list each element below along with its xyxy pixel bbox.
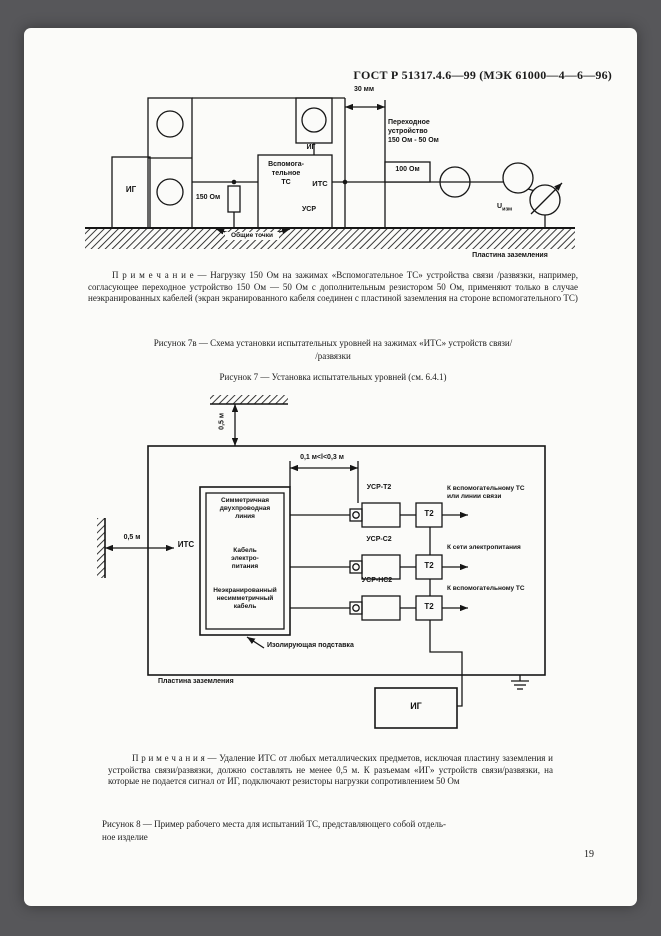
figure7-note: П р и м е ч а н и е — Нагрузку 150 Ом на… (88, 270, 578, 304)
fig7v-ground-plate-label: Пластина заземления (472, 252, 548, 259)
usr-t2-box (361, 502, 401, 528)
fig7v-u-meas-label: Uизм (497, 203, 512, 213)
fig7v-linework (85, 97, 575, 249)
clamp-circle-1 (156, 110, 184, 138)
fig7v-generator-label: ИГ (125, 185, 137, 194)
usr-ns2-box (361, 595, 401, 621)
generator-box-fig8 (374, 687, 458, 729)
generator-box-fig7v (111, 156, 151, 229)
fig8-symmetric-line-label: Симметричная двухпроводная линия (219, 497, 271, 521)
fig8-dim-05-left-label: 0,5 м (123, 534, 141, 541)
fig7v-generator-top-label: ИГ (306, 144, 316, 151)
clamp-circle-3 (301, 107, 327, 133)
injection-clamp-stack (147, 97, 193, 229)
fig8-t2-label-1: Т2 (424, 509, 434, 518)
fig8-to-mains-label: К сети электропитания (447, 544, 521, 551)
fig8-its-label: ИТС (177, 540, 195, 549)
coax-connector-1 (352, 511, 360, 519)
fig7v-resistor-150-label: 150 Ом (195, 194, 221, 201)
usr-c2-box (361, 554, 401, 580)
ground-plate-hatch-fig7v (85, 229, 575, 249)
probe-circle (502, 162, 534, 194)
fig7v-resistor-100-label: 100 Ом (395, 166, 420, 173)
its-box-outer (199, 486, 291, 636)
fig8-generator-label: ИГ (410, 701, 422, 711)
fig7v-dim-30mm-label: 30 мм (353, 86, 375, 93)
fig8-insulating-support-label: Изолирующая подставка (267, 642, 354, 649)
fig8-unshielded-cable-label: Неэкранированный несимметричный кабель (213, 587, 277, 611)
fig8-cable-length-dim-label: 0,1 м<l<0,3 м (300, 454, 344, 461)
fig8-power-cable-label: Кабель электро- питания (231, 547, 259, 571)
fig8-ground-plate-label: Пластина заземления (158, 678, 234, 685)
fig8-t2-label-2: Т2 (424, 561, 434, 570)
u-symbol: U (497, 203, 503, 210)
its-box-inner (205, 492, 285, 630)
figure7v-caption: Рисунок 7в — Схема установки испытательн… (153, 338, 513, 361)
fig8-usr-c2-label: УСР-С2 (366, 536, 392, 543)
page-number: 19 (584, 849, 594, 860)
fig7v-its-label: ИТС (312, 179, 328, 188)
fig7v-transition-device-label: Переходное устройство 150 Ом - 50 Ом (388, 119, 439, 144)
fig8-to-aux-or-line-label: К вспомогательному ТС или линии связи (447, 485, 525, 501)
fig8-to-aux-label: К вспомогательному ТС (447, 585, 525, 592)
fig8-usr-t2-label: УСР-Т2 (366, 484, 392, 491)
clamp-circle-2 (156, 178, 184, 206)
ceiling-wall-hatch (210, 395, 288, 404)
fig7v-common-points-label: Общие точки (225, 232, 279, 241)
resistor-100-box (384, 161, 431, 183)
coax-connector-2 (352, 563, 360, 571)
u-subscript: изм (502, 206, 513, 213)
ground-plate-box-fig8 (147, 445, 546, 676)
figure8-note: П р и м е ч а н и я — Удаление ИТС от лю… (108, 753, 553, 787)
fig8-t2-label-3: Т2 (424, 602, 434, 611)
fig8-linework (97, 395, 546, 729)
aux-ts-box (257, 154, 333, 229)
clamp-circle-4 (439, 166, 471, 198)
figure7-caption: Рисунок 7 — Установка испытательных уров… (219, 372, 447, 382)
coax-connector-3 (352, 604, 360, 612)
fig7v-aux-ts-label: Вспомога- тельное ТС (268, 161, 304, 186)
fig8-dim-05-top-label: 0,5 м (218, 412, 226, 430)
figure8-caption: Рисунок 8 — Пример рабочего места для ис… (102, 819, 446, 842)
resistor-150-symbol (227, 185, 241, 213)
fig7v-usr-label: УСР (301, 206, 317, 213)
page-header: ГОСТ Р 51317.4.6—99 (МЭК 61000—4—6—96) (353, 68, 612, 82)
fig8-usr-ns2-label: УСР-НС2 (361, 577, 393, 584)
side-wall-hatch (97, 518, 105, 578)
